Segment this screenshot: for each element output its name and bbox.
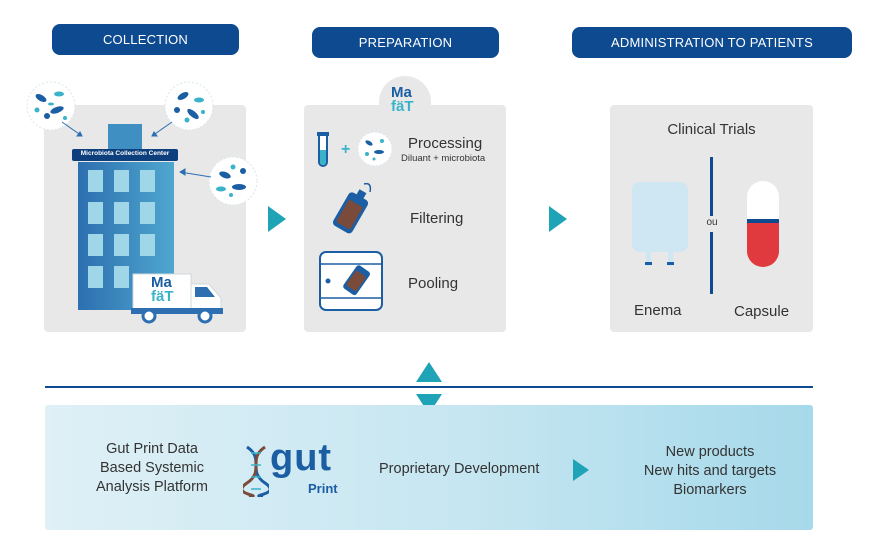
proprietary-development-label: Proprietary Development bbox=[379, 461, 540, 477]
delivery-truck-icon bbox=[131, 273, 223, 324]
platform-line: Gut Print Data bbox=[106, 441, 198, 457]
enema-bag-icon bbox=[632, 182, 688, 266]
collection-header: COLLECTION bbox=[52, 24, 239, 55]
platform-line: Analysis Platform bbox=[95, 479, 208, 495]
outcomes-list: New products New hits and targets Biomar… bbox=[630, 443, 790, 500]
pooling-box-icon bbox=[319, 251, 383, 311]
capsule-label: Capsule bbox=[734, 303, 790, 320]
or-divider-gap bbox=[702, 216, 722, 232]
microbiota-circle-icon bbox=[208, 156, 258, 206]
microbiota-circle-icon bbox=[164, 81, 214, 131]
administration-header: ADMINISTRATION TO PATIENTS bbox=[572, 27, 852, 58]
truck-logo-line2: fäT bbox=[151, 288, 174, 305]
test-tube-icon bbox=[317, 132, 329, 167]
gut-print-panel bbox=[45, 405, 813, 530]
building-sign-text: Microbiota Collection Center bbox=[80, 150, 170, 157]
clinical-trials-title: Clinical Trials bbox=[667, 121, 756, 138]
flow-arrow-right-icon bbox=[268, 206, 286, 232]
mafat-logo-badge bbox=[379, 76, 431, 128]
platform-line: Based Systemic bbox=[100, 460, 204, 476]
filter-bag-icon bbox=[332, 182, 372, 234]
outcome-item: New products bbox=[665, 444, 755, 460]
microbiota-circle-icon bbox=[26, 81, 76, 131]
mafat-logo-line1: Ma bbox=[391, 84, 412, 101]
microbiota-circle-icon bbox=[357, 131, 393, 167]
enema-label: Enema bbox=[634, 302, 682, 319]
horizontal-divider bbox=[45, 386, 813, 388]
outcome-item: Biomarkers bbox=[673, 482, 747, 498]
capsule-icon bbox=[747, 181, 779, 267]
flow-arrow-right-icon bbox=[573, 459, 589, 481]
dna-helix-icon bbox=[243, 445, 269, 497]
or-separator-text: ou bbox=[706, 217, 718, 228]
gut-print-logo-subtext: Print bbox=[308, 481, 338, 496]
pooling-label: Pooling bbox=[408, 275, 459, 292]
processing-label: Processing bbox=[408, 135, 483, 152]
up-down-arrows-icon bbox=[416, 362, 442, 414]
processing-sublabel: Diluant + microbiota bbox=[401, 153, 486, 164]
platform-description: Gut Print Data Based Systemic Analysis P… bbox=[82, 440, 222, 497]
building-sign bbox=[72, 149, 178, 161]
preparation-header: PREPARATION bbox=[312, 27, 499, 58]
outcome-item: New hits and targets bbox=[643, 463, 777, 479]
gut-print-logo-text: gut bbox=[270, 437, 333, 479]
filtering-label: Filtering bbox=[410, 210, 464, 227]
truck-logo-line1: Ma bbox=[151, 274, 172, 291]
plus-sign: + bbox=[341, 141, 351, 158]
mafat-logo-line2: fäT bbox=[391, 98, 414, 115]
flow-arrow-right-icon bbox=[549, 206, 567, 232]
